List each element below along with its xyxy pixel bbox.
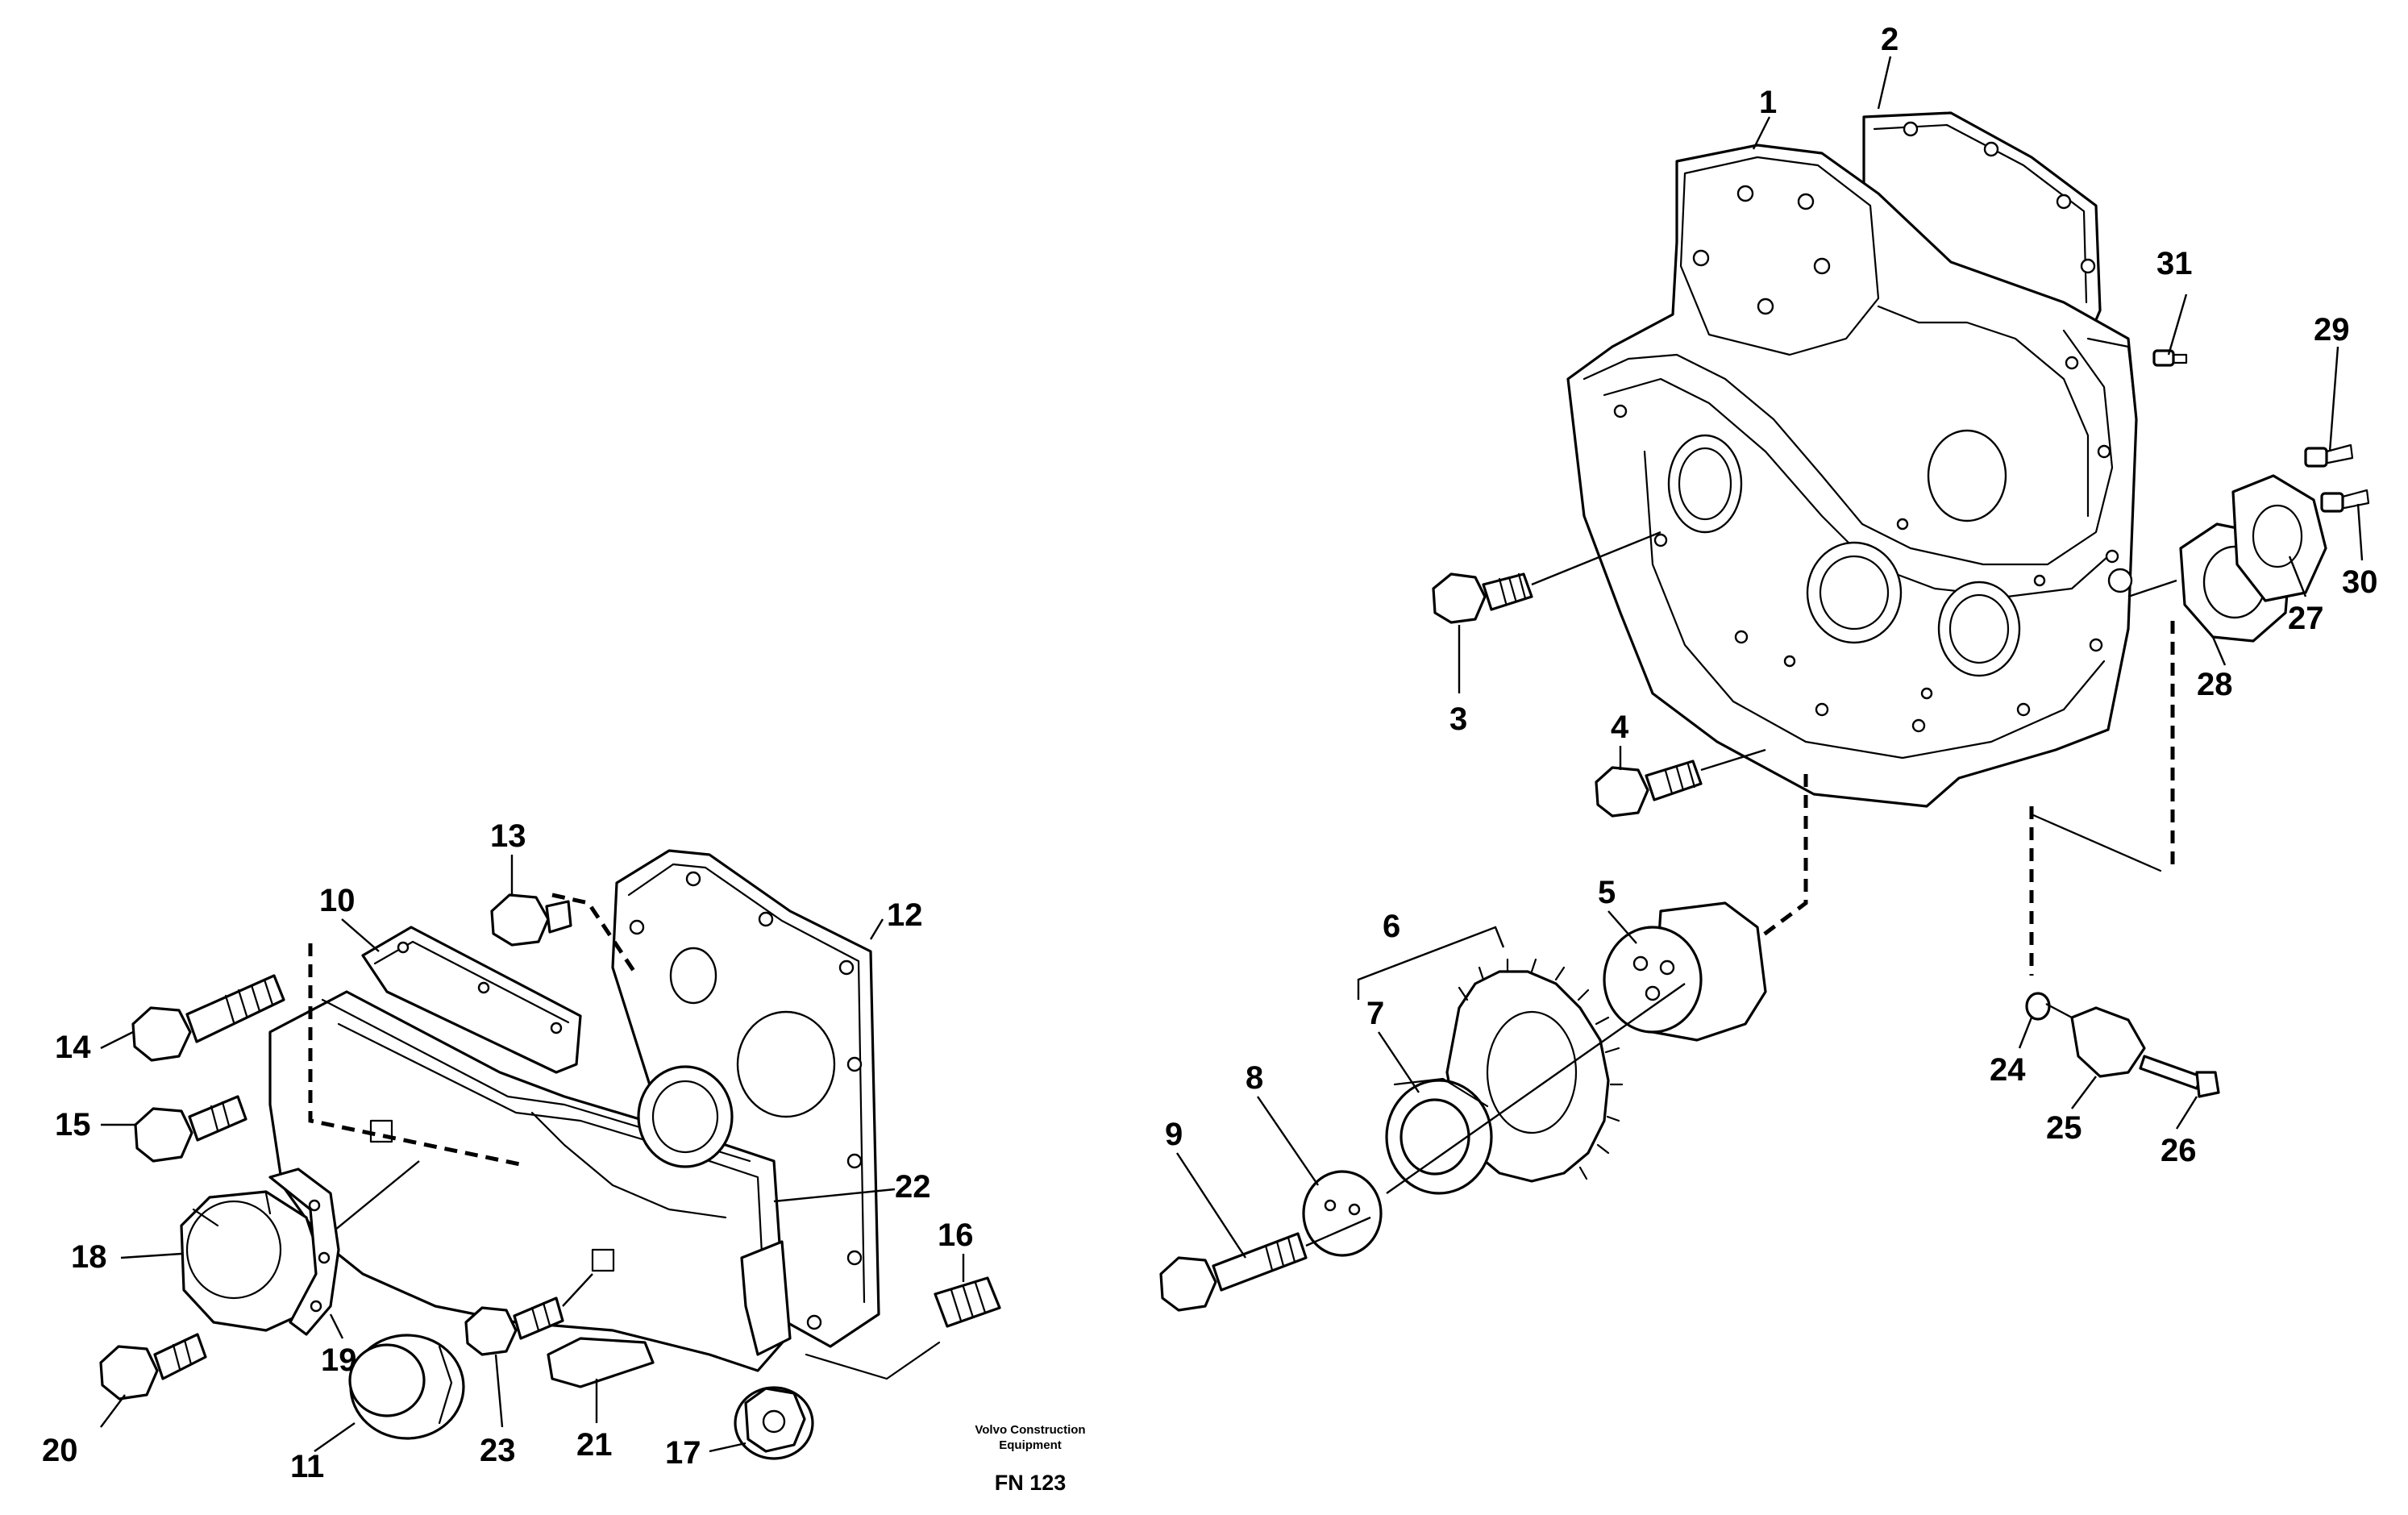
credit-line-1: Volvo Construction (975, 1423, 1085, 1437)
callout-26: 26 (2161, 1133, 2197, 1168)
bolt-20 (99, 1333, 207, 1401)
callout-9: 9 (1165, 1117, 1183, 1152)
callout-10: 10 (319, 883, 356, 918)
gasket-12 (611, 849, 880, 1348)
seal-ring-11 (348, 1334, 465, 1440)
bracket-21 (547, 1337, 655, 1388)
callout-30: 30 (2342, 564, 2378, 600)
timing-gear-housing-1 (1566, 144, 2138, 808)
callout-12: 12 (887, 897, 923, 933)
callout-4: 4 (1611, 710, 1629, 745)
callout-5: 5 (1598, 875, 1616, 910)
callout-24: 24 (1990, 1052, 2026, 1088)
nut-13 (490, 893, 572, 947)
callout-17: 17 (665, 1435, 701, 1471)
callout-13: 13 (490, 818, 526, 854)
callout-14: 14 (55, 1030, 91, 1065)
front-cover-22 (268, 990, 792, 1372)
callout-7: 7 (1366, 996, 1384, 1031)
callout-3: 3 (1449, 701, 1467, 737)
gasket-10 (361, 926, 582, 1074)
washer-8 (1302, 1170, 1383, 1257)
gasket-19 (268, 1167, 340, 1336)
bolt-26 (2139, 1055, 2220, 1098)
callout-27: 27 (2288, 601, 2324, 636)
screw-29 (2304, 443, 2354, 468)
callout-8: 8 (1246, 1060, 1263, 1096)
callout-16: 16 (938, 1217, 974, 1253)
callout-15: 15 (55, 1107, 91, 1142)
cover-27 (2231, 474, 2327, 602)
callout-31: 31 (2156, 246, 2193, 281)
callout-22: 22 (895, 1169, 931, 1205)
callout-21: 21 (576, 1427, 613, 1463)
cover-housing-18 (180, 1190, 324, 1332)
screw-30 (2320, 489, 2370, 513)
plate-25 (2070, 1006, 2146, 1078)
figure-code: FN 123 (995, 1471, 1067, 1495)
bearing-ring-7 (1385, 1077, 1493, 1195)
callout-18: 18 (71, 1239, 107, 1275)
callout-20: 20 (42, 1433, 78, 1468)
bolt-3 (1432, 531, 1661, 624)
hub-5 (1603, 901, 1767, 1042)
bolt-4 (1595, 748, 1766, 818)
callout-11: 11 (290, 1449, 324, 1484)
plug-16 (934, 1276, 1001, 1328)
screw-31 (2152, 349, 2188, 367)
bolt-14 (131, 974, 285, 1062)
bolt-23 (464, 1273, 593, 1356)
callout-28: 28 (2197, 667, 2233, 702)
washer-24 (2025, 992, 2051, 1021)
nut-17 (734, 1386, 814, 1460)
callout-29: 29 (2314, 312, 2350, 348)
callout-25: 25 (2046, 1110, 2082, 1146)
callout-2: 2 (1881, 22, 1899, 57)
callout-1: 1 (1759, 85, 1777, 120)
callout-6: 6 (1383, 909, 1400, 944)
credit-line-2: Equipment (999, 1438, 1062, 1452)
bolt-9 (1159, 1216, 1371, 1312)
callout-19: 19 (321, 1342, 357, 1378)
callout-23: 23 (480, 1433, 516, 1468)
bolt-15 (134, 1095, 247, 1163)
